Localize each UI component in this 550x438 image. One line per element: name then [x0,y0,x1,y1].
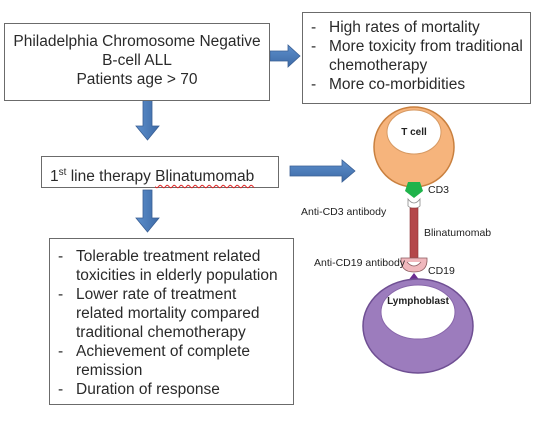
anti-cd19-label: Anti-CD19 antibody [314,257,406,269]
arrow-to-outcomes [135,189,160,233]
cd19-label: CD19 [428,265,455,277]
therapy-line-number: 1 [50,168,59,186]
t-cell: T cell [373,106,455,188]
arrow-to-mechanism [289,159,356,183]
outcome-item: Tolerable treatment related toxicities i… [52,247,287,285]
cd3-receptor [405,182,423,198]
cd3-label: CD3 [428,184,449,196]
therapy-line-text: line therapy [66,168,156,186]
lymphoblast-label: Lymphoblast [387,296,450,307]
anti-cd3-antibody [407,197,421,209]
risk-item: High rates of mortality [305,18,524,37]
lymphoblast: Lymphoblast [362,278,474,374]
risk-item: More toxicity from traditional chemother… [305,37,524,75]
outcome-item: Achievement of complete remission [52,342,287,380]
risk-factors-box: High rates of mortality More toxicity fr… [302,12,531,104]
blinatumomab-label: Blinatumomab [424,227,491,239]
anti-cd19-antibody [400,257,428,273]
patient-line-3: Patients age > 70 [76,71,198,88]
t-cell-label: T cell [401,127,427,138]
outcome-item: Lower rate of treatment related mortalit… [52,285,287,342]
patient-population-box: Philadelphia Chromosome Negative B-cell … [4,23,270,101]
risk-item: More co-morbidities [305,75,524,94]
outcomes-box: Tolerable treatment related toxicities i… [49,238,294,405]
arrow-to-risks [269,44,301,68]
patient-line-2: B-cell ALL [102,52,172,69]
outcome-item: Duration of response [52,380,287,399]
patient-line-1: Philadelphia Chromosome Negative [13,33,261,50]
therapy-drug-name: Blinatumomab [155,168,255,186]
therapy-box: 1st line therapy Blinatumomab [41,156,279,188]
anti-cd3-label: Anti-CD3 antibody [301,206,387,218]
blinatumomab-linker [409,207,419,259]
arrow-to-therapy [135,99,160,141]
therapy-ordinal: st [58,167,67,178]
